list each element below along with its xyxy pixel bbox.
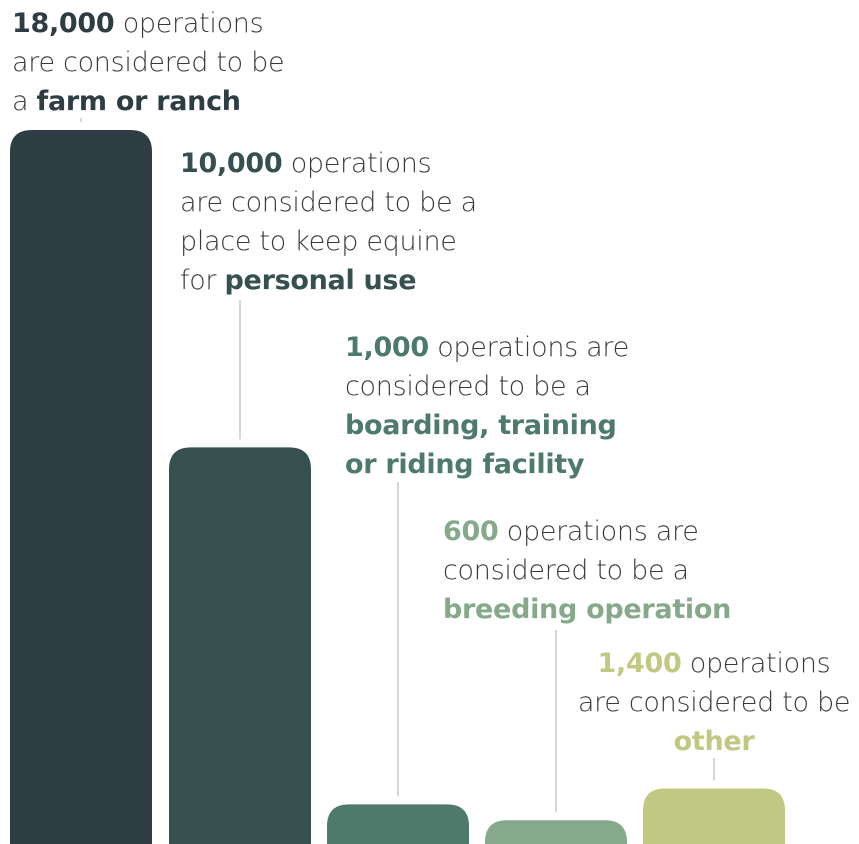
label-boarding-value: 1,000 [345, 332, 429, 363]
label-personal-text: operations [290, 148, 432, 179]
label-breeding-category: breeding operation [443, 594, 732, 625]
label-personal-text: place to keep equine [180, 226, 457, 257]
label-farm-category: farm or ranch [36, 86, 241, 117]
label-farm-text: are considered to be [12, 47, 285, 78]
label-boarding-text: operations are [437, 332, 629, 363]
label-breeding-value: 600 [443, 516, 499, 547]
label-personal-use: 10,000 operations are considered to be a… [180, 144, 477, 300]
label-other: 1,400 operations are considered to be ot… [572, 644, 856, 761]
bar-breeding [485, 820, 627, 844]
label-other-category: other [673, 726, 755, 757]
label-farm-or-ranch: 18,000 operations are considered to be a… [12, 4, 285, 121]
label-boarding: 1,000 operations are considered to be a … [345, 328, 629, 484]
label-farm-text: a [12, 86, 29, 117]
label-breeding: 600 operations are considered to be a br… [443, 512, 731, 629]
bar-personal-use [169, 447, 311, 844]
label-other-text: operations [689, 648, 831, 679]
bar-boarding [327, 804, 469, 844]
label-breeding-text: considered to be a [443, 555, 689, 586]
label-other-value: 1,400 [597, 648, 682, 679]
label-other-text: are considered to be [577, 687, 851, 718]
label-personal-text: are considered to be a [180, 187, 477, 218]
label-boarding-category: boarding, training [345, 410, 617, 441]
label-breeding-text: operations are [506, 516, 699, 547]
label-farm-text: operations [122, 8, 264, 39]
label-boarding-category: or riding facility [345, 449, 585, 480]
label-personal-text: for [180, 265, 217, 296]
label-personal-category: personal use [224, 265, 417, 296]
label-personal-value: 10,000 [180, 148, 283, 179]
label-boarding-text: considered to be a [345, 371, 591, 402]
bar-other [643, 788, 785, 844]
label-farm-value: 18,000 [12, 8, 115, 39]
bar-farm-or-ranch [10, 130, 152, 844]
